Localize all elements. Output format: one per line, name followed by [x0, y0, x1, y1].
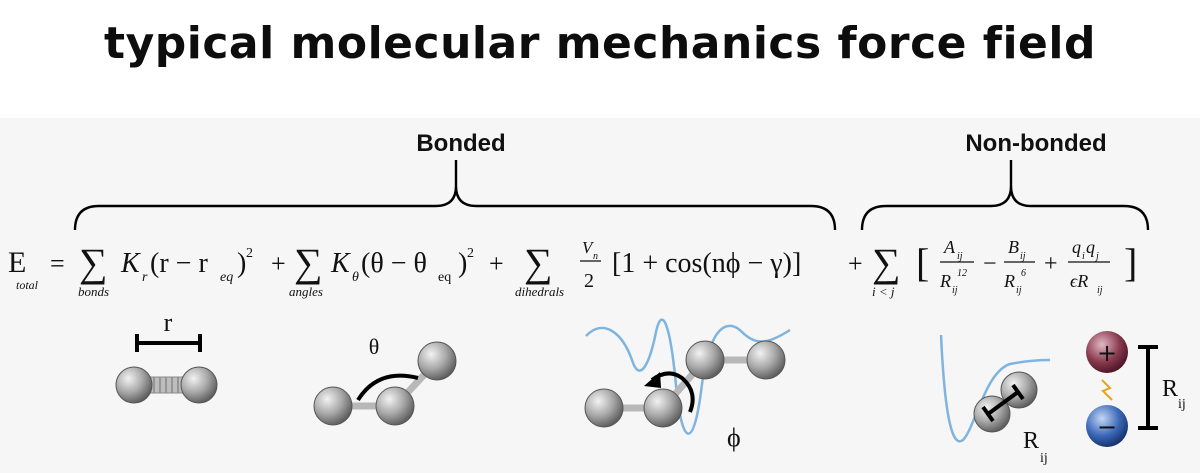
bond-stretch-illustration: r [115, 308, 218, 404]
angle-displacement: (θ − θ [361, 248, 427, 279]
angle-eq-subscript: eq [438, 270, 451, 285]
plus-3: + [848, 249, 863, 278]
bond-force-constant-subscript: r [142, 270, 148, 285]
charge-j: q [1086, 237, 1095, 257]
dihedral-sum-subscript: dihedrals [515, 284, 564, 299]
dihedral-barrier-subscript: n [593, 251, 598, 262]
bond-sum-sigma: ∑ [79, 240, 108, 285]
force-field-equation: E total = ∑ bonds K r (r − r eq ) 2 + ∑ … [8, 237, 1137, 299]
lj-b-subscript: ij [1020, 251, 1026, 262]
bond-sum-subscript: bonds [78, 284, 109, 299]
coulomb-illustration: + − R ij [1086, 331, 1186, 447]
vdw-distance-subscript: ij [1040, 451, 1048, 466]
dihedral-torsion-illustration: ϕ [584, 318, 791, 452]
bond-force-constant: K [120, 248, 141, 279]
dihedral-atom-1 [584, 388, 624, 428]
bond-eq-subscript: eq [220, 270, 233, 285]
vdw-illustration: R ij [939, 334, 1051, 466]
bond-square: 2 [246, 246, 253, 261]
minus-sign: − [983, 251, 997, 277]
non-bonded-brace [860, 160, 1150, 231]
close-bracket: ] [1124, 240, 1137, 285]
lj-a-power: 12 [957, 268, 967, 279]
angle-force-constant-subscript: θ [352, 270, 359, 285]
vdw-distance-label: R [1023, 428, 1039, 454]
angle-force-constant: K [330, 248, 351, 279]
angle-sum-sigma: ∑ [294, 240, 323, 285]
coulomb-denominator: ϵR [1070, 271, 1088, 291]
charge-i-subscript: i [1082, 251, 1085, 262]
attraction-spark [1101, 379, 1113, 401]
rotation-arrow [650, 371, 695, 413]
coulomb-denominator-subscript: ij [1097, 285, 1103, 296]
dihedral-atom-2 [643, 388, 683, 428]
plus-2: + [489, 249, 504, 278]
energy-symbol: E [8, 246, 26, 279]
coulomb-distance-subscript: ij [1178, 397, 1186, 412]
torsion-energy-curve [585, 318, 791, 435]
positive-charge-sphere [1086, 331, 1128, 373]
charge-i: q [1072, 237, 1081, 257]
open-bracket: [ [916, 240, 929, 285]
dihedral-atom-4 [746, 340, 786, 380]
minus-charge-symbol: − [1097, 413, 1117, 441]
bond-atom-2 [180, 366, 218, 404]
angle-bend-illustration: θ [313, 334, 457, 426]
lj-a-distance: R [939, 271, 951, 291]
angle-atom-3 [417, 341, 457, 381]
dihedral-label: ϕ [727, 423, 741, 452]
plus-charge-symbol: + [1097, 339, 1117, 367]
non-bonded-label: Non-bonded [965, 130, 1106, 157]
bond-atom-1 [115, 366, 153, 404]
bonded-label: Bonded [416, 130, 505, 157]
lj-a-coefficient: A [943, 237, 956, 257]
dihedral-atom-3 [685, 340, 725, 380]
lj-a-subscript: ij [957, 251, 963, 262]
lj-b-power: 6 [1021, 268, 1026, 279]
plus-4: + [1044, 251, 1058, 277]
coulomb-distance-label: R [1162, 376, 1178, 402]
title-band [0, 0, 1200, 118]
angle-atom-1 [313, 386, 353, 426]
lj-a-distance-subscript: ij [952, 285, 958, 296]
lj-b-coefficient: B [1008, 237, 1019, 257]
dihedral-sum-sigma: ∑ [524, 240, 553, 285]
page-title: typical molecular mechanics force field [104, 18, 1096, 69]
bond-length-label: r [164, 308, 173, 337]
angle-atom-2 [375, 386, 415, 426]
bonded-brace [73, 160, 837, 231]
bond-displacement: (r − r [150, 248, 208, 279]
angle-label: θ [369, 334, 380, 359]
lj-b-distance-subscript: ij [1016, 285, 1022, 296]
angle-close-paren: ) [458, 248, 467, 279]
plus-1: + [271, 249, 286, 278]
energy-subscript: total [16, 278, 39, 292]
nonbonded-sum-sigma: ∑ [872, 240, 901, 285]
dihedral-barrier: V [582, 238, 595, 257]
angle-square: 2 [467, 246, 474, 261]
lj-b-distance: R [1003, 271, 1015, 291]
bond-close-paren: ) [237, 248, 246, 279]
nonbonded-sum-subscript: i < j [872, 284, 895, 299]
dihedral-denominator: 2 [584, 270, 594, 292]
angle-sum-subscript: angles [289, 284, 323, 299]
charge-j-subscript: j [1094, 251, 1099, 262]
dihedral-cosine-term: [1 + cos(nϕ − γ)] [612, 248, 801, 279]
negative-charge-sphere [1086, 405, 1128, 447]
equals-sign: = [50, 249, 65, 278]
